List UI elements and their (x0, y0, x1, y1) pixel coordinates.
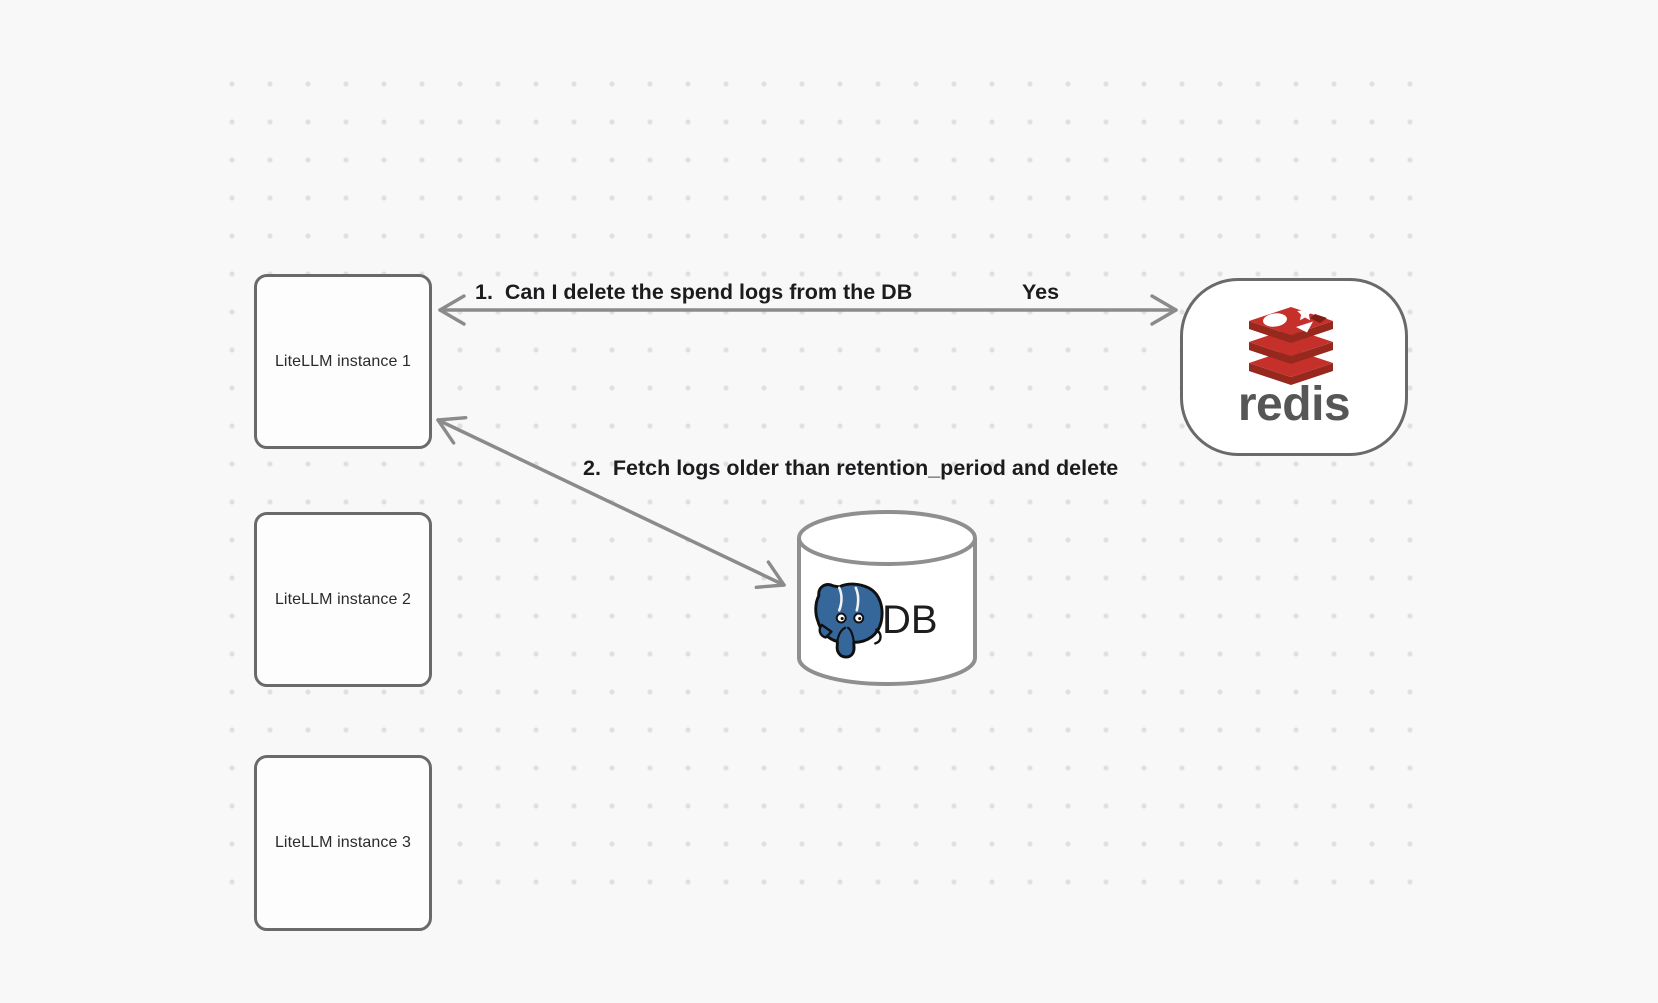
node-database-cylinder[interactable] (795, 506, 981, 692)
edge2-action-label[interactable]: 2. Fetch logs older than retention_perio… (583, 456, 1119, 480)
node-litellm-instance-2[interactable]: LiteLLM instance 2 (254, 512, 432, 687)
redis-wordmark: redis (1237, 378, 1351, 431)
node-label: LiteLLM instance 3 (274, 834, 412, 851)
node-label: LiteLLM instance 2 (274, 590, 412, 608)
postgresql-elephant-icon (814, 582, 884, 659)
node-litellm-instance-3[interactable]: LiteLLM instance 3 (254, 755, 432, 931)
node-label: LiteLLM instance 1 (274, 352, 412, 370)
redis-stack-icon (1249, 305, 1333, 385)
db-node-label: DB (882, 598, 938, 642)
edge1-question-label[interactable]: 1. Can I delete the spend logs from the … (475, 280, 913, 304)
node-redis[interactable]: redis (1180, 278, 1408, 456)
node-litellm-instance-1[interactable]: LiteLLM instance 1 (254, 274, 432, 449)
edge1-answer-label[interactable]: Yes (1022, 280, 1060, 304)
edge-litellm1-db[interactable] (436, 415, 786, 590)
